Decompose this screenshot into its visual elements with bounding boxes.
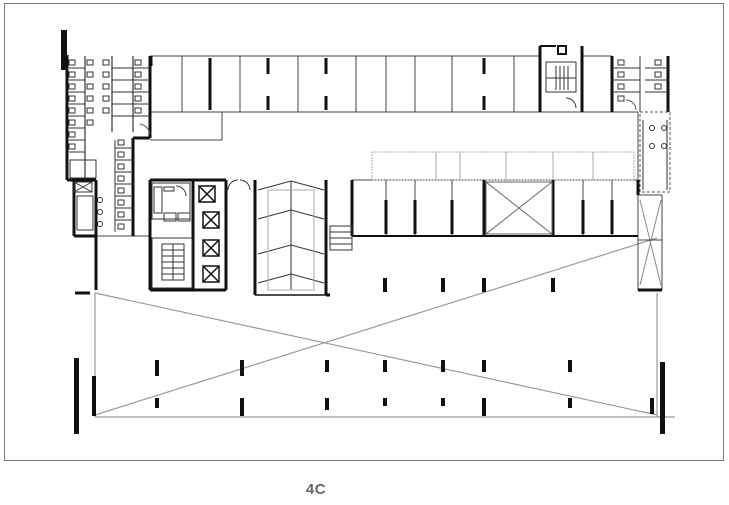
column-block (61, 30, 67, 70)
open-area-diagonal-1 (94, 292, 658, 416)
stair-icon (545, 45, 577, 109)
restroom-block-right (612, 56, 671, 193)
floor-label: 4C (305, 481, 327, 498)
restroom-block-left (68, 56, 151, 232)
open-area-diagonal-2 (94, 237, 658, 416)
perimeter-column-left (74, 358, 79, 434)
cross-box (73, 181, 93, 193)
structural-columns (74, 278, 665, 434)
partition-ticks (208, 58, 614, 234)
perimeter-column-right (660, 362, 665, 434)
core-walls (61, 30, 670, 297)
stair-icon (161, 243, 185, 281)
floor-plan-frame (4, 3, 724, 461)
open-floor-area (94, 237, 675, 418)
shaft-void (485, 181, 553, 235)
room-outlines (93, 55, 663, 290)
elevator-cross-icon (198, 185, 220, 283)
toilet-fixture-icon (617, 59, 662, 102)
toilet-fixture-icon (68, 59, 142, 230)
stair-icon (329, 225, 353, 251)
escalator-void (257, 180, 353, 291)
elevator-core (151, 179, 251, 289)
